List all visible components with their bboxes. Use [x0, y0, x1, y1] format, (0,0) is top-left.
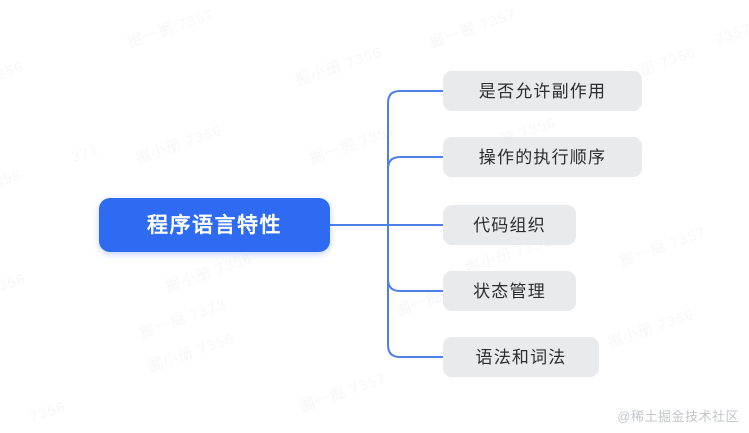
connector-branch	[387, 156, 444, 226]
root-node-label: 程序语言特性	[147, 213, 282, 237]
child-node-label: 状态管理	[473, 281, 546, 301]
watermark-credit: @稀土掘金技术社区	[617, 409, 739, 424]
watermark-text: 掘一掘 7357	[297, 369, 389, 416]
child-node[interactable]: 状态管理	[443, 271, 576, 311]
watermark-text: 7356	[0, 58, 27, 87]
watermark-text: 掘小册 7356	[133, 121, 225, 168]
child-node[interactable]: 操作的执行顺序	[443, 137, 642, 177]
child-node-label: 操作的执行顺序	[478, 147, 607, 167]
child-node-label: 语法和词法	[475, 347, 567, 367]
watermark-text: 掘小册 7356	[145, 329, 237, 376]
watermark-text: 掘小册 7356	[605, 305, 697, 352]
watermark-text: 掘一掘 7373	[137, 295, 229, 342]
connector-branch	[387, 224, 444, 358]
child-node[interactable]: 代码组织	[443, 205, 576, 245]
watermark-text: 7357	[713, 20, 749, 49]
watermark-text: 7356	[0, 270, 29, 299]
child-node[interactable]: 是否允许副作用	[443, 71, 642, 111]
watermark-text: 7356	[0, 166, 25, 195]
watermark-text: 掘小册 7356	[163, 249, 255, 296]
child-node[interactable]: 语法和词法	[443, 337, 599, 377]
watermark-text: 掘一掘 7357	[617, 223, 709, 270]
watermark-text: 掘一掘 7357	[427, 5, 519, 52]
connector-branch	[387, 224, 444, 292]
root-node[interactable]: 程序语言特性	[99, 198, 330, 252]
child-node-label: 代码组织	[473, 215, 546, 235]
watermark-text: 掘小册 7356	[293, 43, 385, 90]
connector-branch	[387, 90, 444, 226]
child-node-label: 是否允许副作用	[478, 81, 607, 101]
watermark-text: 371	[69, 141, 102, 167]
watermark-text: 掘一掘 7357	[307, 121, 399, 168]
watermark-text: 掘一掘 7357	[125, 5, 217, 52]
watermark-text: 7356	[27, 398, 69, 427]
